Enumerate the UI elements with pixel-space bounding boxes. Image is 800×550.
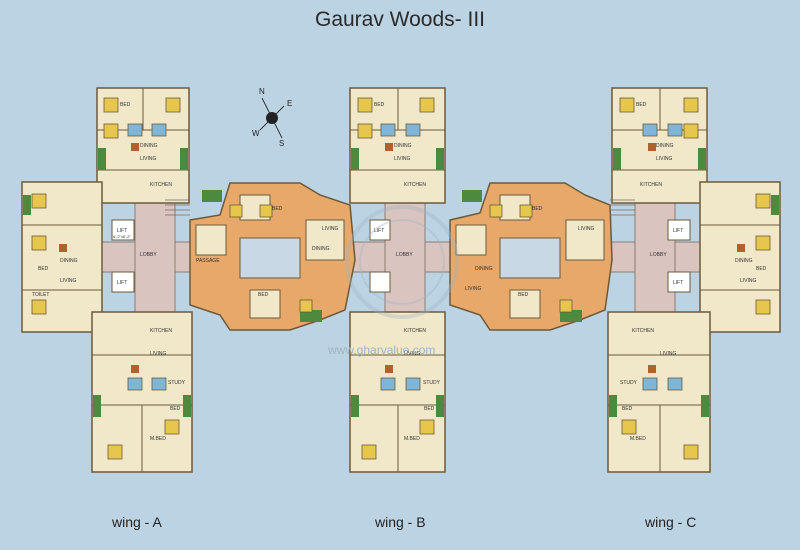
room-label-living: LIVING — [578, 226, 595, 232]
lift-dim: 6'-2"x6'-2" — [113, 234, 132, 239]
room-label-living: LIVING — [740, 278, 757, 284]
room-label-bed: BED — [424, 406, 435, 412]
room-label-living: LIVING — [656, 156, 673, 162]
dining-tables — [59, 143, 745, 373]
compass-rose: N E W S — [252, 87, 292, 148]
wing-label-a: wing - A — [112, 514, 162, 530]
compass-e: E — [287, 99, 292, 108]
watermark-logo — [345, 205, 459, 319]
lift-c1 — [667, 219, 691, 241]
stairs — [165, 199, 635, 216]
room-label-bed: BED — [622, 406, 633, 412]
courtyard — [499, 237, 561, 279]
room-label-dining: DINING — [475, 266, 493, 272]
room-label-dining: DINING — [140, 143, 158, 149]
page-title: Gaurav Woods- III — [314, 8, 485, 31]
room-label-kitchen: KITCHEN — [150, 328, 172, 334]
compass-s: S — [279, 139, 284, 148]
room-label-living: LIVING — [660, 351, 677, 357]
balconies — [23, 148, 779, 417]
room-label-bed: BED — [170, 406, 181, 412]
room-label-dining: DINING — [312, 246, 330, 252]
room-label-living: LIVING — [394, 156, 411, 162]
room-label-kitchen: KITCHEN — [404, 182, 426, 188]
room-label-m-bed: M.BED — [150, 436, 166, 442]
lift-c2 — [667, 271, 691, 293]
room-label-living: LIVING — [404, 351, 421, 357]
room-label-dining: DINING — [656, 143, 674, 149]
room-label-m-bed: M.BED — [404, 436, 420, 442]
room-label-study: STUDY — [620, 380, 638, 386]
lift-label: LIFT — [673, 228, 683, 234]
lift-label: LIFT — [673, 280, 683, 286]
room-label-living: LIVING — [322, 226, 339, 232]
lift-b2 — [369, 271, 391, 293]
lift-label: LIFT — [374, 228, 384, 234]
wing-label-b: wing - B — [375, 514, 426, 530]
room-label-kitchen: KITCHEN — [632, 328, 654, 334]
bathrooms — [127, 123, 683, 391]
compass-n: N — [259, 87, 265, 96]
corridor-center-vertical — [384, 184, 426, 321]
room-label-bed: BED — [38, 266, 49, 272]
room-label-kitchen: KITCHEN — [640, 182, 662, 188]
room-label-lobby: LOBBY — [140, 252, 157, 258]
room-label-living: LIVING — [150, 351, 167, 357]
room-label-lobby: LOBBY — [650, 252, 667, 258]
courtyard — [239, 237, 301, 279]
room-label-bed: BED — [120, 102, 131, 108]
lift-b1 — [369, 219, 391, 241]
lifts — [111, 219, 691, 293]
room-label-bed: BED — [374, 102, 385, 108]
room-label-lobby: LOBBY — [396, 252, 413, 258]
room-label-dining: DINING — [60, 258, 78, 264]
room-label-dining: DINING — [394, 143, 412, 149]
room-label-bed: BED — [258, 292, 269, 298]
lift-a1 — [111, 219, 135, 241]
room-label-bed: BED — [518, 292, 529, 298]
beds — [31, 97, 771, 460]
room-label-bed: BED — [532, 206, 543, 212]
room-label-bed: BED — [272, 206, 283, 212]
room-label-toilet: TOILET — [32, 292, 49, 298]
room-label-living: LIVING — [60, 278, 77, 284]
room-label-study: STUDY — [423, 380, 441, 386]
room-label-bed: BED — [636, 102, 647, 108]
room-label-kitchen: KITCHEN — [150, 182, 172, 188]
orange-block-left — [189, 182, 356, 331]
room-label-dining: DINING — [735, 258, 753, 264]
lift-label: LIFT — [117, 280, 127, 286]
room-label-living: LIVING — [465, 286, 482, 292]
room-label-living: LIVING — [140, 156, 157, 162]
lift-label: LIFT — [117, 228, 127, 234]
compass-w: W — [252, 129, 260, 138]
room-label-passage: PASSAGE — [196, 258, 220, 264]
lift-a2 — [111, 271, 135, 293]
room-label-kitchen: KITCHEN — [404, 328, 426, 334]
room-label-study: STUDY — [168, 380, 186, 386]
room-label-m-bed: M.BED — [630, 436, 646, 442]
watermark-url: www.gharvalue.com — [328, 343, 436, 357]
wing-label-c: wing - C — [645, 514, 697, 530]
room-text: BED BED BED DINING DINING DINING LIVING … — [32, 102, 767, 442]
room-label-bed: BED — [756, 266, 767, 272]
partitions — [22, 88, 780, 472]
